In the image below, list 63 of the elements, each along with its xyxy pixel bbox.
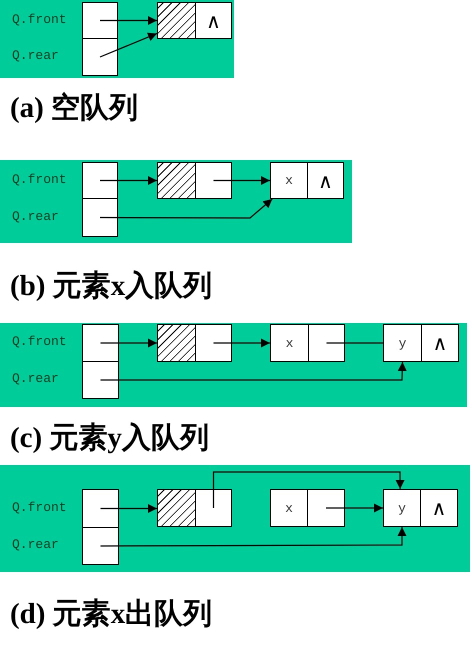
queue-panel: [0, 323, 467, 407]
data-cell: [270, 489, 308, 527]
data-cell: [307, 162, 344, 199]
panel-heading: (d) 元素x出队列: [10, 597, 212, 632]
pointer-label: Q.front: [12, 12, 67, 26]
queue-panel: [0, 0, 234, 78]
pointer-cell: [82, 361, 119, 399]
pointer-cell: [82, 198, 118, 237]
null-symbol: ∧: [432, 496, 446, 520]
panel-heading: (b) 元素x入队列: [10, 269, 212, 304]
pointer-arrow: [100, 527, 406, 547]
data-cell: [420, 489, 458, 527]
null-symbol: ∧: [318, 168, 333, 192]
head-node-cell: [157, 324, 196, 362]
pointer-arrow: [100, 32, 158, 58]
pointer-arrow: [100, 176, 157, 185]
data-cell: [270, 324, 309, 362]
cell-value: x: [285, 500, 293, 516]
next-pointer-cell: [195, 162, 232, 199]
cell-value: y: [398, 336, 406, 350]
data-cell: [421, 324, 459, 362]
pointer-cell: [82, 489, 119, 528]
null-symbol: ∧: [432, 331, 448, 355]
queue-panel: [0, 465, 470, 572]
pointer-label: Q.front: [12, 500, 67, 514]
head-node-cell: [157, 2, 196, 39]
pointer-label: Q.rear: [12, 208, 59, 224]
pointer-arrow: [100, 504, 157, 513]
pointer-cell: [82, 2, 118, 39]
pointer-arrow: [100, 198, 273, 219]
cell-value: y: [398, 500, 406, 516]
null-symbol: ∧: [206, 8, 221, 32]
pointer-label: Q.rear: [12, 371, 59, 386]
next-pointer-cell: [195, 489, 232, 527]
cell-value: x: [285, 173, 293, 188]
pointer-arrow: [100, 16, 157, 25]
next-pointer-cell: [307, 489, 345, 527]
panel-heading: (a) 空队列: [10, 90, 138, 126]
pointer-label: Q.rear: [12, 48, 59, 63]
data-cell: [195, 2, 232, 39]
pointer-label: Q.rear: [12, 537, 59, 552]
pointer-cell: [82, 527, 119, 565]
head-node-cell: [157, 489, 196, 527]
queue-panel: [0, 160, 352, 243]
pointer-label: Q.front: [12, 172, 67, 186]
cell-value: x: [286, 336, 294, 350]
next-pointer-cell: [195, 324, 232, 362]
pointer-arrow: [214, 338, 270, 348]
pointer-label: Q.front: [12, 334, 67, 349]
pointer-cell: [82, 324, 119, 362]
data-cell: [383, 324, 422, 362]
pointer-cell: [82, 38, 118, 76]
pointer-arrow: [326, 504, 383, 512]
next-pointer-cell: [308, 324, 345, 362]
pointer-cell: [82, 162, 118, 199]
data-cell: [270, 162, 308, 199]
pointer-arrow: [212, 471, 405, 508]
pointer-arrow: [100, 362, 407, 381]
panel-heading: (c) 元素y入队列: [10, 421, 209, 456]
pointer-arrow: [214, 176, 270, 185]
head-node-cell: [157, 162, 196, 199]
data-cell: [383, 489, 421, 527]
pointer-arrow: [100, 338, 157, 348]
